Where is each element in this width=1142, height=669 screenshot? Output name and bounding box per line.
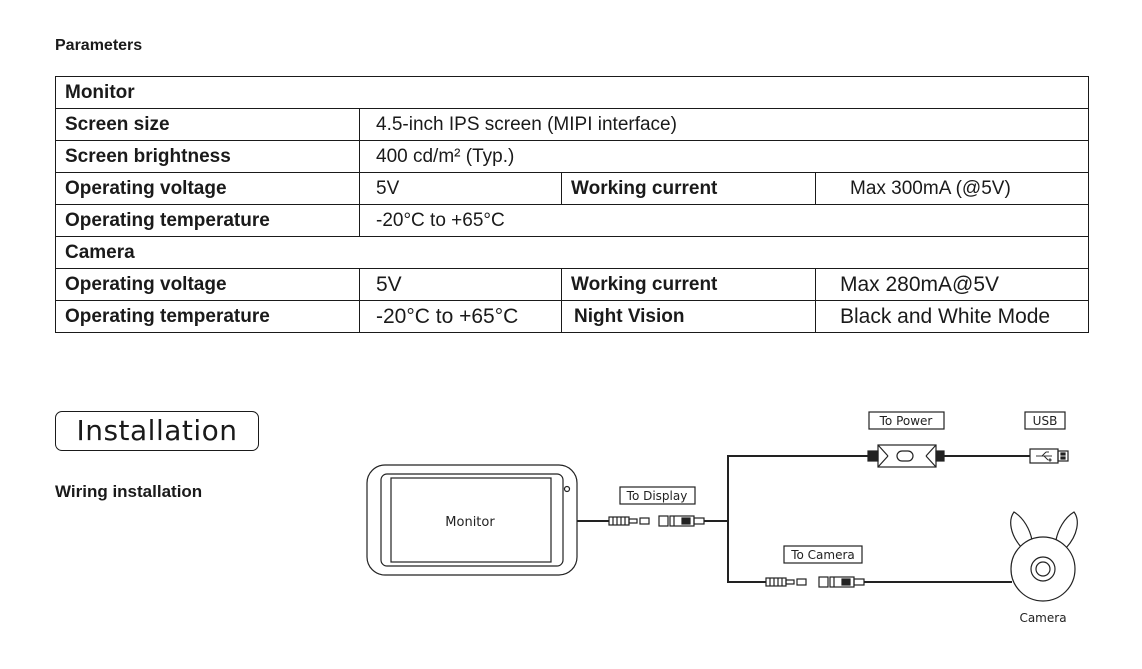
monitor-label: Monitor [445, 515, 495, 530]
screen-size-value: 4.5-inch IPS screen (MIPI interface) [358, 108, 1090, 141]
usb-plug [1029, 448, 1069, 464]
display-plug-left [608, 516, 650, 526]
table-row: Operating temperature -20°C to +65°C Nig… [55, 300, 1090, 333]
monitor-temp-value: -20°C to +65°C [358, 204, 1090, 237]
table-row: Screen brightness 400 cd/m² (Typ.) [55, 140, 1090, 173]
monitor-group-header: Monitor [54, 76, 1090, 109]
camera-temp-label: Operating temperature [55, 300, 360, 333]
parameters-heading: Parameters [55, 37, 143, 54]
camera-device [1010, 511, 1078, 602]
usb-icon [1036, 451, 1052, 462]
camera-current-label: Working current [561, 268, 816, 301]
monitor-voltage-value: 5V [359, 172, 562, 205]
to-power-label: To Power [879, 414, 933, 428]
night-vision-value: Black and White Mode [814, 300, 1090, 333]
power-adapter [867, 444, 945, 468]
installation-title: Installation [55, 411, 259, 451]
usb-label: USB [1033, 414, 1058, 428]
camera-label: Camera [1019, 611, 1066, 625]
camera-group-header: Camera [54, 236, 1090, 269]
monitor-current-label: Working current [561, 172, 816, 205]
brightness-label: Screen brightness [55, 140, 360, 173]
screen-size-label: Screen size [55, 108, 360, 141]
display-plug-right [658, 515, 705, 527]
parameters-table: Monitor Screen size 4.5-inch IPS screen … [54, 76, 1090, 333]
monitor-temp-label: Operating temperature [55, 204, 360, 237]
camera-voltage-value: 5V [359, 268, 562, 301]
camera-plug-right [818, 576, 865, 588]
camera-current-value: Max 280mA@5V [814, 268, 1090, 301]
table-row: Monitor [54, 76, 1090, 109]
to-display-label: To Display [626, 489, 688, 503]
table-row: Screen size 4.5-inch IPS screen (MIPI in… [55, 108, 1090, 141]
table-row: Camera [54, 236, 1090, 269]
night-vision-label: Night Vision [561, 300, 816, 333]
camera-temp-value: -20°C to +65°C [359, 300, 562, 333]
table-row: Operating temperature -20°C to +65°C [55, 204, 1090, 237]
to-camera-label: To Camera [790, 548, 855, 562]
camera-plug-left [765, 577, 807, 587]
wiring-installation-label: Wiring installation [55, 482, 203, 501]
